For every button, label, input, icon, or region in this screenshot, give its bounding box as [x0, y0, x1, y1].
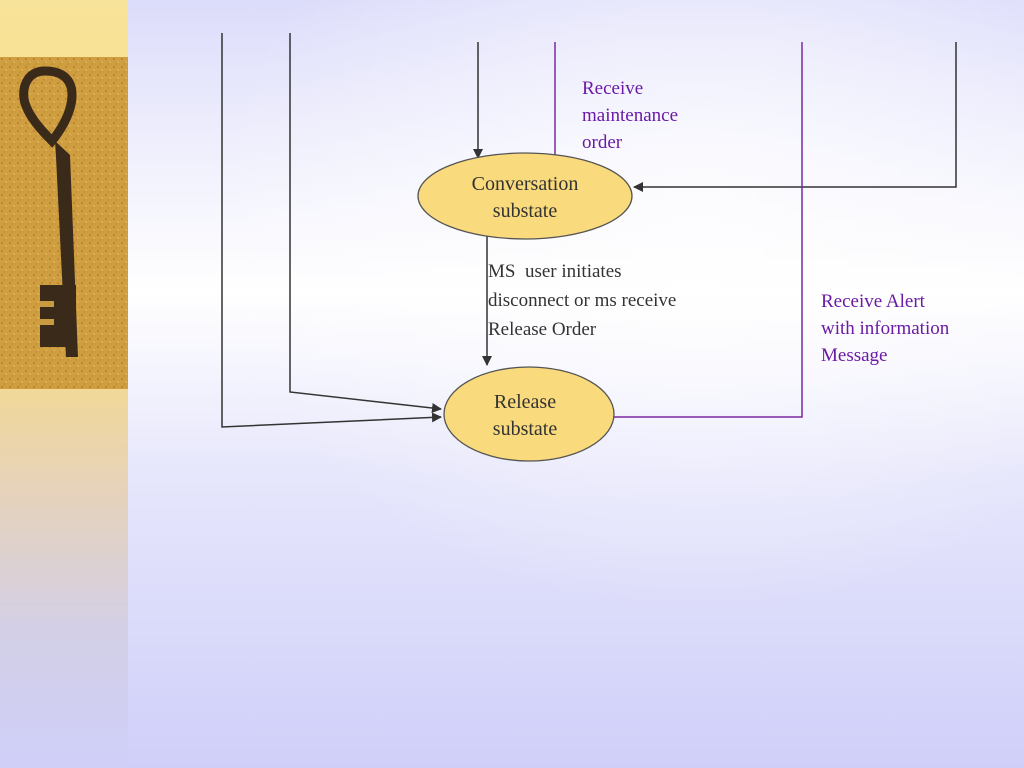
maintenance-line1: Receive	[582, 78, 644, 99]
release-label-line2: substate	[492, 418, 558, 440]
disconnect-line3: Release Order	[488, 319, 597, 340]
transition-arrow-right-into-conversation	[633, 42, 957, 192]
maintenance-order-annotation: Receive maintenance order	[582, 75, 678, 156]
maintenance-line3: order	[582, 132, 623, 153]
conversation-substate-node	[417, 152, 633, 240]
alert-line3: Message	[821, 345, 888, 366]
release-substate-label: Release substate	[425, 389, 625, 443]
disconnect-annotation: MS user initiates disconnect or ms recei…	[488, 257, 676, 344]
maintenance-line2: maintenance	[582, 105, 679, 126]
transition-line-left-inner	[289, 33, 442, 413]
alert-line2: with information	[821, 318, 950, 339]
release-label-line1: Release	[493, 391, 557, 413]
alert-line1: Receive Alert	[821, 291, 925, 312]
conversation-label-line2: substate	[492, 200, 558, 222]
skeleton-key-icon	[0, 57, 128, 389]
transition-line-left-outer	[221, 33, 442, 428]
conversation-label-line1: Conversation	[471, 173, 579, 195]
alert-message-annotation: Receive Alert with information Message	[821, 288, 949, 369]
conversation-substate-label: Conversation substate	[425, 171, 625, 225]
skeleton-key-image	[0, 57, 128, 389]
disconnect-line2: disconnect or ms receive	[488, 290, 677, 311]
alert-message-line	[613, 42, 803, 418]
release-substate-node	[443, 366, 615, 462]
disconnect-line1: MS user initiates	[488, 261, 622, 282]
